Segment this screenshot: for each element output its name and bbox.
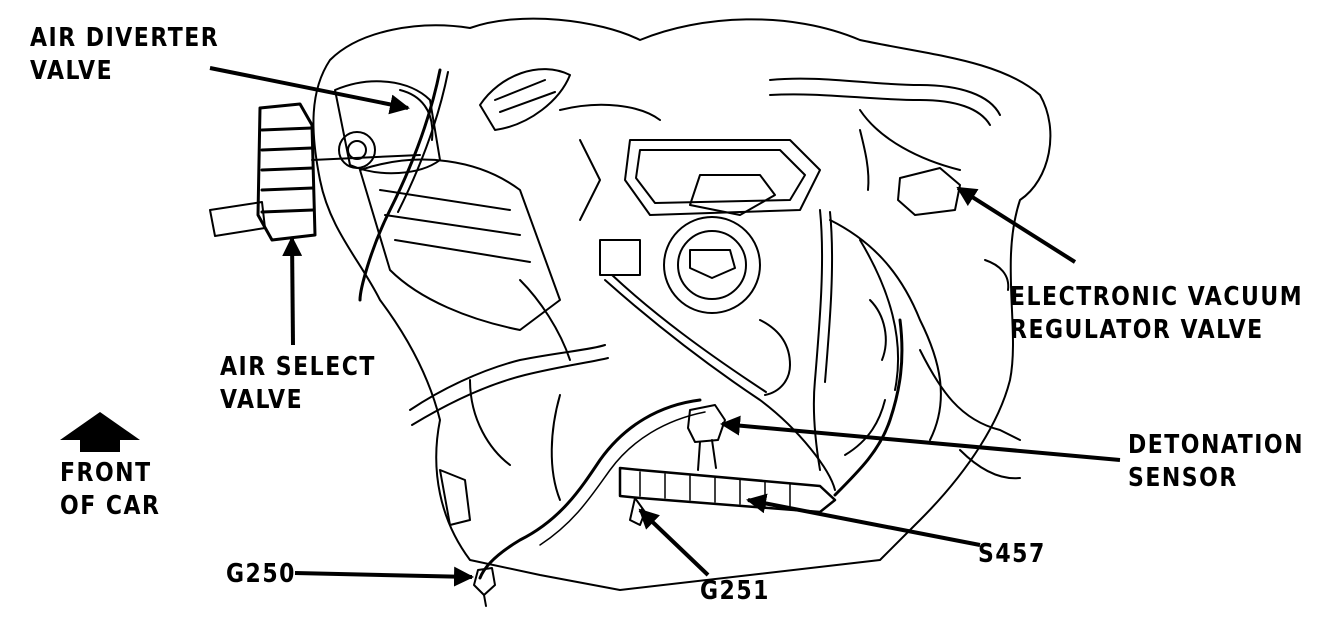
detonation-sensor-line1: DETONATION [1128, 430, 1305, 461]
electronic-vacuum-regulator-valve-label: ELECTRONIC VACUUM REGULATOR VALVE [1010, 282, 1304, 346]
detonation-sensor-label: DETONATION SENSOR [1128, 430, 1305, 494]
air-diverter-valve-line2: VALVE [30, 56, 114, 87]
front-of-car-line2: OF CAR [60, 491, 161, 522]
leader-g251 [638, 508, 710, 577]
g251-label: G251 [700, 576, 770, 607]
air-select-valve-line2: VALVE [220, 385, 304, 416]
leader-arrows [209, 66, 1121, 587]
s457-label: S457 [978, 539, 1046, 570]
evrv-line2: REGULATOR VALVE [1010, 315, 1264, 346]
evrv-line1: ELECTRONIC VACUUM [1010, 282, 1304, 313]
air-diverter-valve-label: AIR DIVERTER VALVE [30, 23, 220, 87]
front-of-car-label: FRONT OF CAR [60, 458, 161, 522]
air-diverter-valve-line1: AIR DIVERTER [30, 23, 220, 54]
up-arrow-icon [60, 412, 140, 452]
engine-drawing [209, 17, 1052, 607]
leader-g250 [294, 566, 474, 587]
leader-evrv [956, 186, 1077, 264]
g250-label: G250 [226, 559, 296, 590]
air-select-valve-label: AIR SELECT VALVE [220, 352, 376, 416]
leader-air-diverter-valve [209, 66, 410, 115]
air-select-valve-line1: AIR SELECT [220, 352, 376, 383]
leader-s457 [746, 493, 981, 547]
leader-detonation-sensor [720, 415, 1121, 462]
front-of-car-line1: FRONT [60, 458, 152, 489]
leader-air-select-valve [282, 236, 303, 346]
detonation-sensor-line2: SENSOR [1128, 463, 1238, 494]
